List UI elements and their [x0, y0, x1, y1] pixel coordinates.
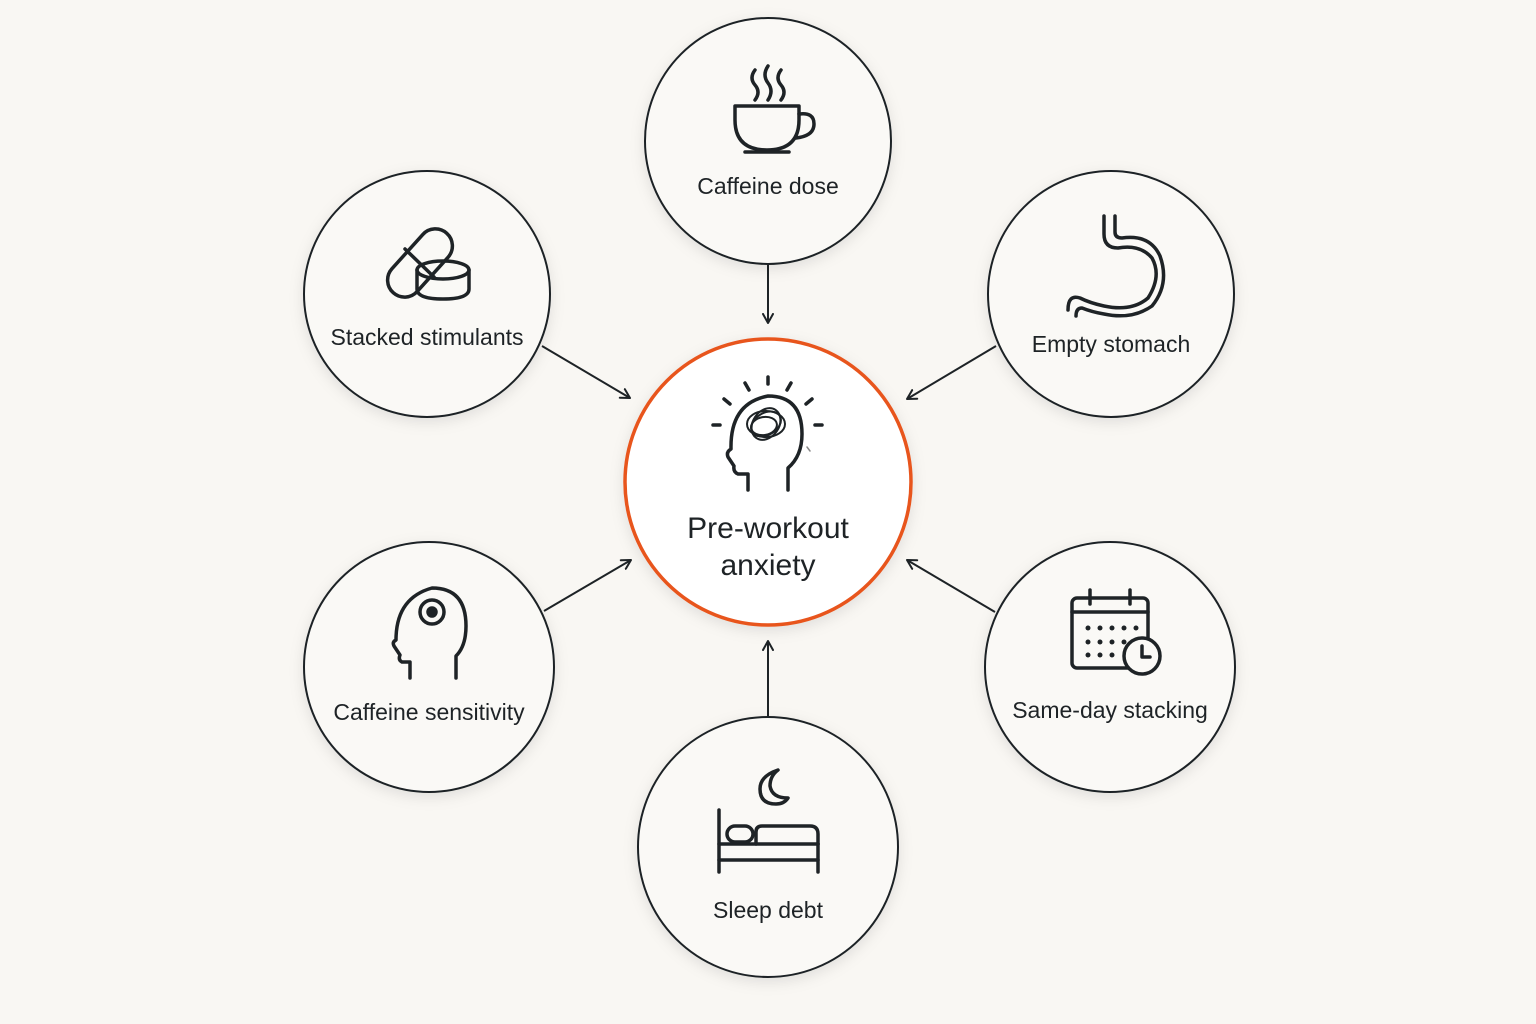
factor-node-stacked-stimulants: Stacked stimulants	[303, 170, 551, 418]
arrow-empty-stomach	[906, 345, 997, 400]
node-label: Sleep debt	[713, 897, 824, 923]
factor-node-sleep-debt: Sleep debt	[637, 716, 899, 978]
node-label: Caffeine dose	[697, 173, 839, 199]
center-circle	[623, 337, 913, 627]
node-circle	[637, 716, 899, 978]
factor-node-caffeine-dose: Caffeine dose	[644, 17, 892, 265]
center-label-line2: anxiety	[720, 549, 815, 582]
node-label: Stacked stimulants	[330, 324, 523, 350]
anxious-head-icon	[711, 375, 824, 492]
center-node-pre-workout-anxiety: Pre-workout anxiety	[623, 337, 913, 627]
factor-node-same-day-stacking: Same-day stacking	[984, 541, 1236, 793]
calendar-clock-icon	[1070, 588, 1162, 676]
node-label: Caffeine sensitivity	[333, 699, 525, 725]
head-target-icon	[391, 586, 468, 680]
bed-moon-icon	[717, 768, 820, 874]
stomach-icon	[1066, 214, 1166, 318]
node-circle	[644, 17, 892, 265]
factor-node-empty-stomach: Empty stomach	[987, 170, 1235, 418]
pills-icon	[385, 227, 471, 301]
node-label: Empty stomach	[1032, 331, 1191, 357]
node-circle	[303, 541, 555, 793]
arrow-caffeine-sensitivity	[543, 559, 632, 612]
node-circle	[303, 170, 551, 418]
center-label-line1: Pre-workout	[687, 512, 849, 545]
arrow-same-day-stacking	[906, 559, 996, 613]
factor-node-caffeine-sensitivity: Caffeine sensitivity	[303, 541, 555, 793]
node-label: Same-day stacking	[1012, 697, 1208, 723]
coffee-cup-icon	[733, 64, 816, 154]
arrow-stacked-stimulants	[541, 345, 631, 399]
connectors	[541, 265, 997, 717]
node-circle	[987, 170, 1235, 418]
